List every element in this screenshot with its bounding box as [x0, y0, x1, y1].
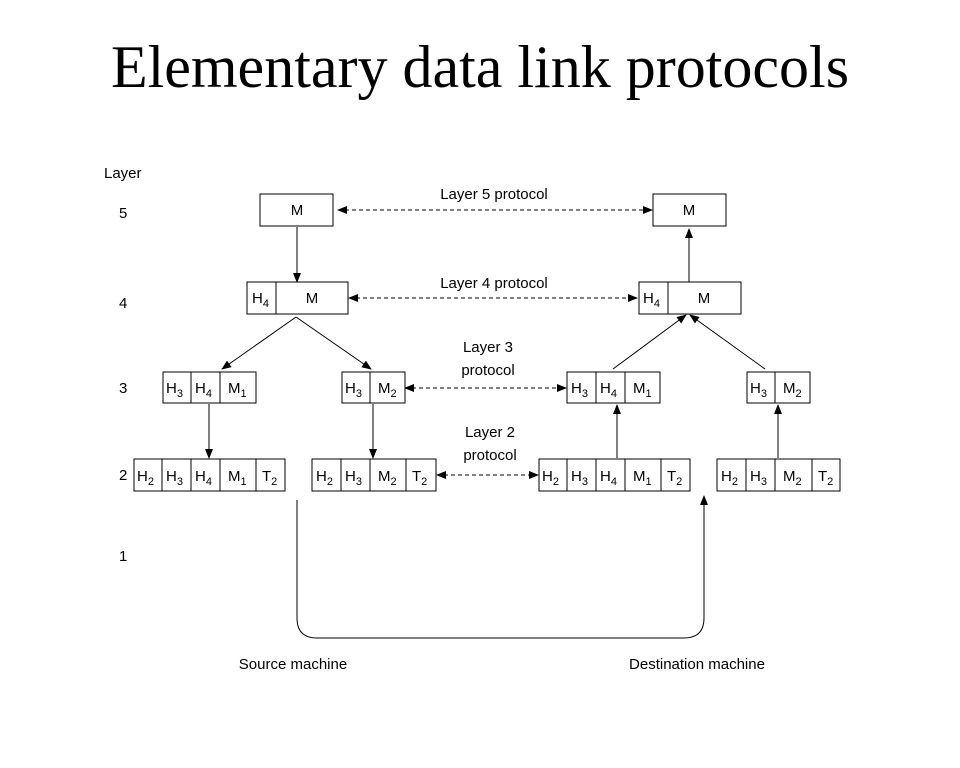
cell-m: M — [698, 290, 711, 307]
dest-layer2-frame-1: H2 H3 H4 M1 T2 — [538, 458, 691, 492]
layer-number-4: 4 — [119, 295, 127, 312]
cell-h4: H4 — [195, 380, 212, 400]
cell-m2: M2 — [378, 380, 397, 400]
dest-join-left-arrow — [612, 314, 687, 370]
cell-m1: M1 — [228, 380, 247, 400]
cell-m2: M2 — [783, 468, 802, 488]
cell-m1: M1 — [633, 468, 652, 488]
layer2-protocol-label-line1: Layer 2 — [465, 424, 515, 441]
cell-t2: T2 — [667, 468, 682, 488]
layer2-protocol-label-line2: protocol — [463, 447, 516, 464]
source-layer3-box-2: H3 M2 — [341, 371, 406, 404]
source-layer2-frame-1: H2 H3 H4 M1 T2 — [133, 458, 286, 492]
cell-m: M — [683, 202, 696, 219]
cell-h4: H4 — [252, 290, 269, 310]
layer3-protocol-label-line1: Layer 3 — [463, 339, 513, 356]
layer-number-3: 3 — [119, 380, 127, 397]
dest-layer4-box: H4 M — [638, 281, 742, 315]
cell-h3: H3 — [750, 468, 767, 488]
cell-m2: M2 — [378, 468, 397, 488]
layer-number-5: 5 — [119, 205, 127, 222]
cell-h3: H3 — [166, 468, 183, 488]
cell-h3: H3 — [750, 380, 767, 400]
cell-h2: H2 — [542, 468, 559, 488]
cell-h4: H4 — [195, 468, 212, 488]
cell-h2: H2 — [137, 468, 154, 488]
layer-number-2: 2 — [119, 467, 127, 484]
layer4-protocol-label: Layer 4 protocol — [440, 275, 548, 292]
cell-h4: H4 — [600, 380, 617, 400]
cell-h2: H2 — [316, 468, 333, 488]
page-title: Elementary data link protocols — [110, 34, 850, 100]
cell-m1: M1 — [633, 380, 652, 400]
layer3-protocol-label-line2: protocol — [461, 362, 514, 379]
source-layer4-box: H4 M — [246, 281, 349, 315]
source-split-right-arrow — [295, 316, 372, 370]
cell-h3: H3 — [345, 468, 362, 488]
cell-h2: H2 — [721, 468, 738, 488]
layer-header: Layer — [104, 165, 142, 182]
cell-h4: H4 — [643, 290, 660, 310]
dest-layer3-box-2: H3 M2 — [746, 371, 811, 404]
physical-medium-path — [296, 495, 708, 639]
source-layer5-box: M — [259, 193, 334, 227]
layer5-protocol-label: Layer 5 protocol — [440, 186, 548, 203]
cell-h4: H4 — [600, 468, 617, 488]
cell-t2: T2 — [262, 468, 277, 488]
cell-h3: H3 — [345, 380, 362, 400]
cell-h3: H3 — [571, 468, 588, 488]
source-split-left-arrow — [221, 316, 297, 370]
source-layer3-box-1: H3 H4 M1 — [162, 371, 257, 404]
dest-layer5-box: M — [652, 193, 727, 227]
cell-t2: T2 — [412, 468, 427, 488]
destination-machine-label: Destination machine — [629, 656, 765, 673]
layer-number-1: 1 — [119, 548, 127, 565]
cell-m: M — [306, 290, 319, 307]
source-layer2-frame-2: H2 H3 M2 T2 — [311, 458, 437, 492]
cell-t2: T2 — [818, 468, 833, 488]
dest-join-right-arrow — [689, 314, 766, 370]
cell-m1: M1 — [228, 468, 247, 488]
cell-h3: H3 — [166, 380, 183, 400]
cell-h3: H3 — [571, 380, 588, 400]
cell-m: M — [291, 202, 304, 219]
dest-layer2-frame-2: H2 H3 M2 T2 — [716, 458, 841, 492]
cell-m2: M2 — [783, 380, 802, 400]
source-machine-label: Source machine — [239, 656, 347, 673]
dest-layer3-box-1: H3 H4 M1 — [566, 371, 661, 404]
